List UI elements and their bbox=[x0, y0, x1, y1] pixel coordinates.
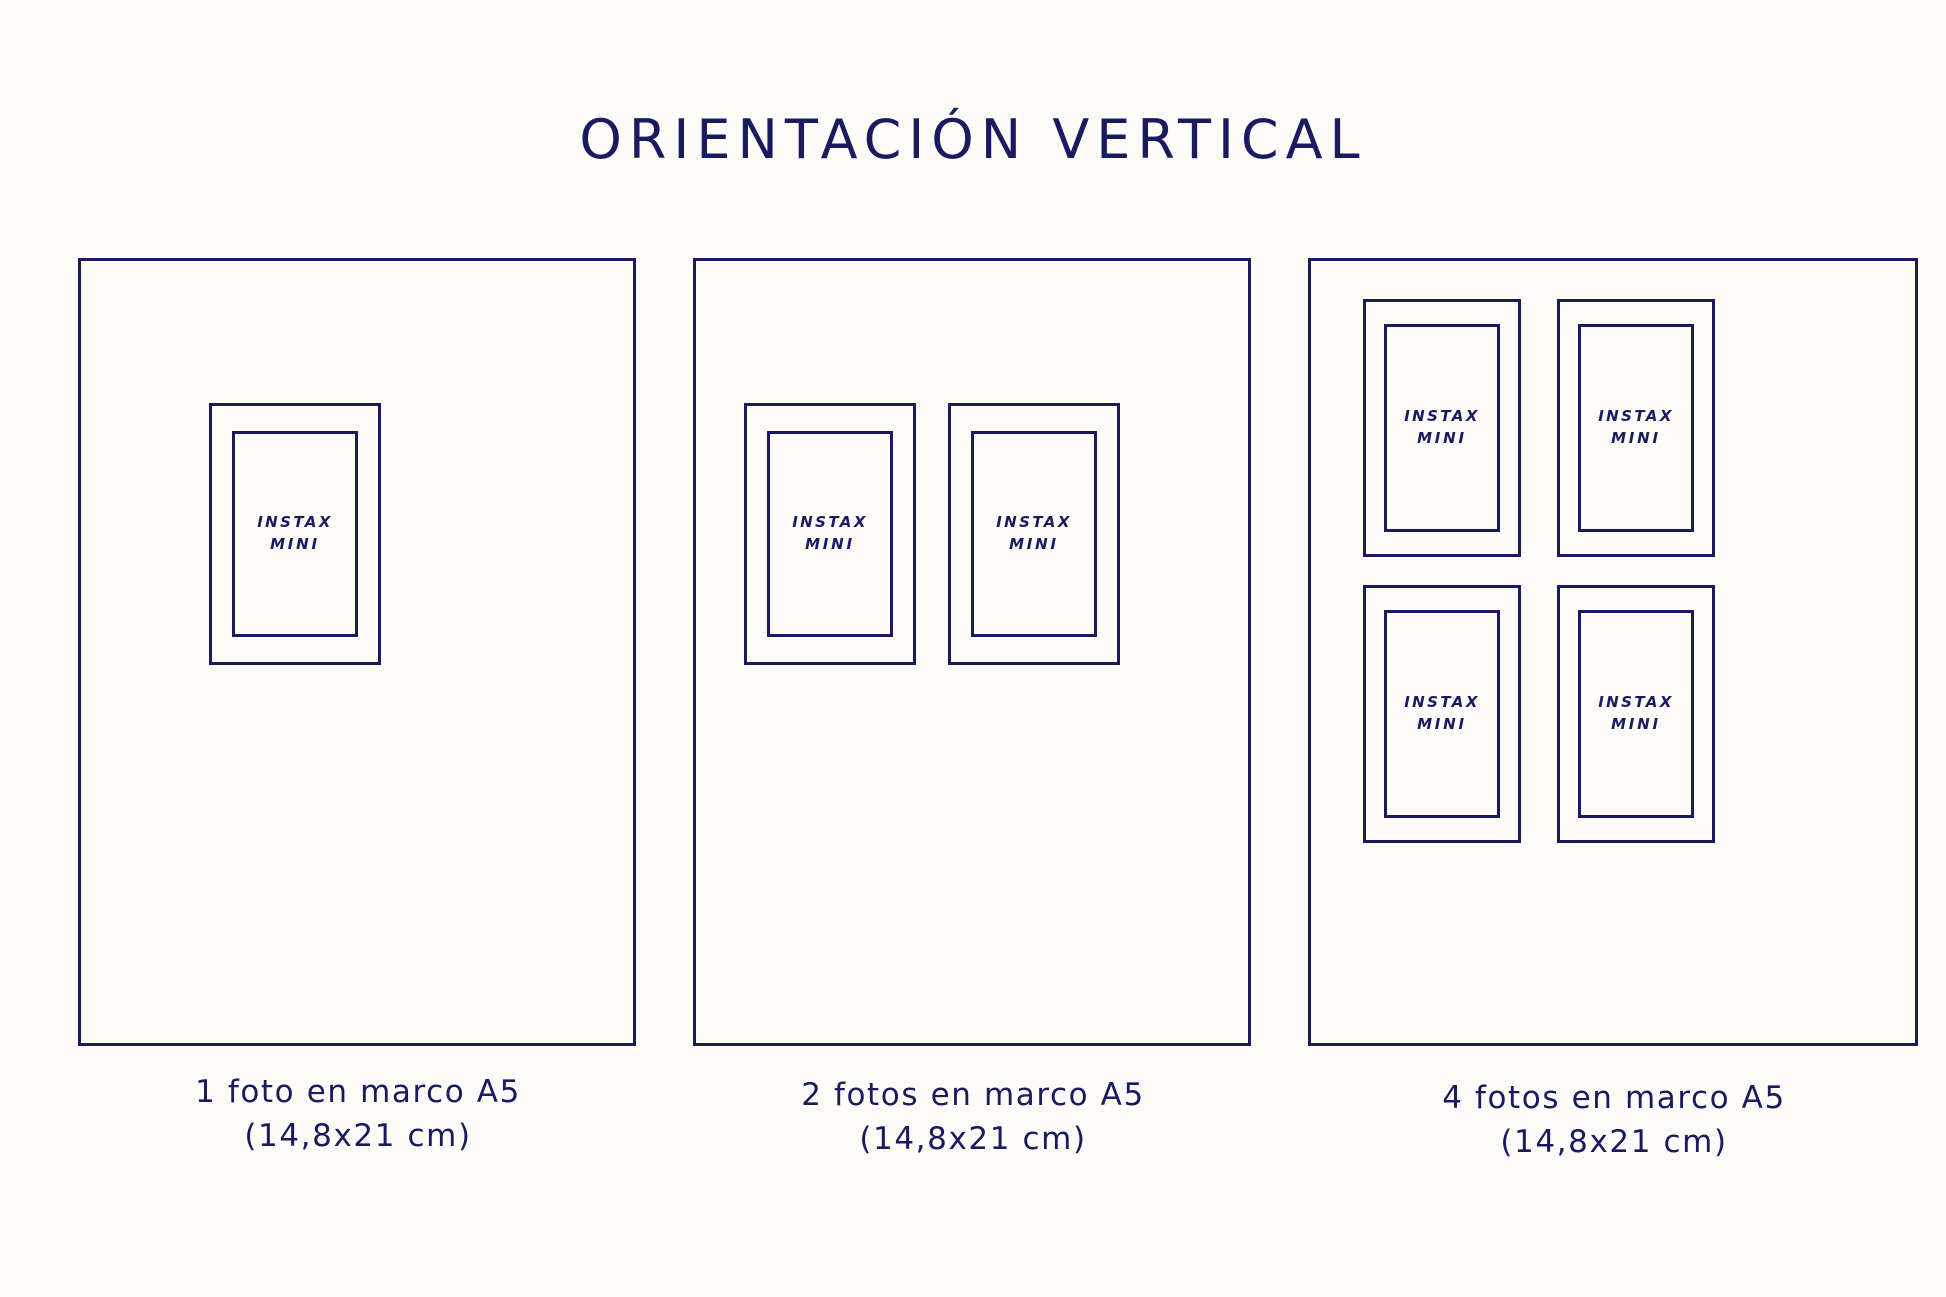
caption-line1: 1 foto en marco A5 bbox=[195, 1074, 521, 1110]
photo-inner-outline: INSTAX MINI bbox=[971, 431, 1097, 637]
photo-slot: INSTAX MINI bbox=[1363, 585, 1521, 843]
caption-1-photo: 1 foto en marco A5 (14,8x21 cm) bbox=[78, 1070, 638, 1158]
instax-label-line2: MINI bbox=[1611, 429, 1661, 447]
a5-frame-outline: INSTAX MINI INSTAX MINI bbox=[693, 258, 1251, 1046]
instax-label-line2: MINI bbox=[1417, 429, 1467, 447]
photo-inner-outline: INSTAX MINI bbox=[767, 431, 893, 637]
instax-label-line2: MINI bbox=[805, 535, 855, 553]
layout-option-4-photos[interactable]: INSTAX MINI INSTAX MINI bbox=[1308, 258, 1920, 1164]
caption-4-photos: 4 fotos en marco A5 (14,8x21 cm) bbox=[1308, 1076, 1920, 1164]
instax-mini-label: INSTAX MINI bbox=[1598, 406, 1674, 450]
caption-line2: (14,8x21 cm) bbox=[244, 1118, 472, 1155]
instax-label-line2: MINI bbox=[1417, 715, 1467, 733]
instax-label-line1: INSTAX bbox=[1404, 693, 1480, 712]
layout-option-2-photos[interactable]: INSTAX MINI INSTAX MINI 2 fotos en bbox=[693, 258, 1253, 1161]
photo-slot: INSTAX MINI bbox=[1363, 299, 1521, 557]
a5-frame-outline: INSTAX MINI INSTAX MINI bbox=[1308, 258, 1918, 1046]
instax-mini-label: INSTAX MINI bbox=[1404, 692, 1480, 736]
instax-mini-label: INSTAX MINI bbox=[1404, 406, 1480, 450]
photo-inner-outline: INSTAX MINI bbox=[232, 431, 358, 637]
page-title: ORIENTACIÓN VERTICAL bbox=[579, 108, 1367, 171]
photo-inner-outline: INSTAX MINI bbox=[1384, 610, 1500, 818]
photo-inner-outline: INSTAX MINI bbox=[1578, 610, 1694, 818]
photo-slot: INSTAX MINI bbox=[1557, 585, 1715, 843]
instax-label-line2: MINI bbox=[270, 535, 320, 553]
caption-line1: 4 fotos en marco A5 bbox=[1442, 1080, 1786, 1116]
instax-label-line1: INSTAX bbox=[996, 513, 1072, 532]
instax-mini-label: INSTAX MINI bbox=[257, 512, 333, 556]
instax-label-line2: MINI bbox=[1009, 535, 1059, 553]
caption-line1: 2 fotos en marco A5 bbox=[801, 1077, 1145, 1113]
instax-mini-label: INSTAX MINI bbox=[996, 512, 1072, 556]
instax-label-line1: INSTAX bbox=[792, 513, 868, 532]
caption-2-photos: 2 fotos en marco A5 (14,8x21 cm) bbox=[693, 1073, 1253, 1161]
instax-label-line2: MINI bbox=[1611, 715, 1661, 733]
caption-line2: (14,8x21 cm) bbox=[859, 1121, 1087, 1158]
a5-frame-outline: INSTAX MINI bbox=[78, 258, 636, 1046]
instax-label-line1: INSTAX bbox=[257, 513, 333, 532]
photo-slot: INSTAX MINI bbox=[1557, 299, 1715, 557]
instax-mini-label: INSTAX MINI bbox=[1598, 692, 1674, 736]
photo-inner-outline: INSTAX MINI bbox=[1384, 324, 1500, 532]
layout-option-1-photo[interactable]: INSTAX MINI 1 foto en marco A5 (14,8x21 … bbox=[78, 258, 638, 1158]
photo-inner-outline: INSTAX MINI bbox=[1578, 324, 1694, 532]
instax-label-line1: INSTAX bbox=[1404, 407, 1480, 426]
layout-options-row: INSTAX MINI 1 foto en marco A5 (14,8x21 … bbox=[0, 258, 1946, 1258]
caption-line2: (14,8x21 cm) bbox=[1500, 1124, 1728, 1161]
instax-label-line1: INSTAX bbox=[1598, 407, 1674, 426]
photo-slot: INSTAX MINI bbox=[744, 403, 916, 665]
photo-slot: INSTAX MINI bbox=[948, 403, 1120, 665]
instax-mini-label: INSTAX MINI bbox=[792, 512, 868, 556]
photo-slot: INSTAX MINI bbox=[209, 403, 381, 665]
instax-label-line1: INSTAX bbox=[1598, 693, 1674, 712]
